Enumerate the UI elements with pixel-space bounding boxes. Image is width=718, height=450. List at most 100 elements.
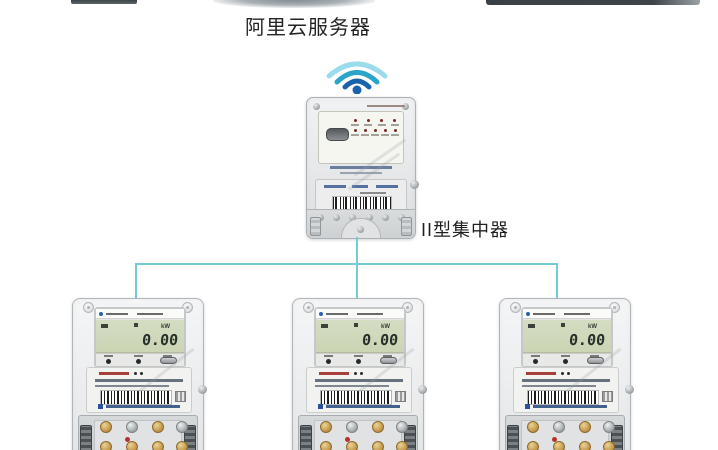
- button-label: [324, 355, 333, 357]
- display-button: [587, 357, 604, 364]
- push-button: [326, 359, 331, 364]
- text-line: [533, 312, 555, 315]
- meter-lcd: kW 0.00: [316, 320, 404, 353]
- terminal-cover-arc: [341, 218, 381, 238]
- push-button: [356, 359, 361, 364]
- terminal-screw: [579, 441, 591, 450]
- lcd-indicator: [101, 324, 108, 328]
- brand-logo-icon: [526, 311, 530, 316]
- brand-logo-icon: [319, 311, 323, 316]
- button-label: [104, 355, 113, 357]
- terminal-screw: [320, 441, 332, 450]
- serial-number-line: [360, 192, 386, 194]
- seal-screw: [198, 385, 207, 394]
- spec-text-line: [522, 385, 596, 387]
- nameplate-dot: [567, 372, 570, 375]
- screw-icon: [402, 103, 409, 110]
- text-line: [357, 312, 383, 315]
- manufacturer-name-text: [533, 405, 607, 408]
- manufacturer-line: [87, 404, 191, 409]
- qr-code: [175, 391, 186, 402]
- connection-line: [356, 237, 358, 265]
- phase-indicator-dot: [345, 437, 350, 442]
- concentrator-terminal-block: [307, 209, 415, 238]
- mounting-hook: [401, 217, 412, 236]
- meter-lcd: kW 0.00: [523, 320, 611, 353]
- terminal-screw: [320, 421, 332, 433]
- button-label: [561, 355, 570, 357]
- text-line: [564, 312, 590, 315]
- mounting-ear: [83, 302, 94, 313]
- screw-icon: [313, 103, 320, 110]
- display-button: [380, 357, 397, 364]
- energy-meter-3: kW 0.00: [499, 298, 634, 450]
- nameplate-dot: [140, 372, 143, 375]
- red-text-line: [319, 372, 349, 375]
- manufacturer-logo: [318, 404, 323, 409]
- lcd-reading: 0.00: [568, 331, 606, 349]
- status-led-grid: [351, 119, 399, 139]
- connection-line: [135, 263, 558, 265]
- terminal-screw: [579, 421, 591, 433]
- nameplate-dot: [360, 372, 363, 375]
- cloud-server-label: 阿里云服务器: [245, 17, 371, 39]
- meter-display-module: kW 0.00: [314, 307, 406, 368]
- model-text-line: [340, 172, 382, 174]
- cropped-photo-edge-left: [71, 0, 137, 4]
- text-line: [324, 185, 346, 188]
- meter-buttons: [523, 353, 611, 366]
- concentrator-lcd: [326, 128, 349, 141]
- concentrator-label: II型集中器: [421, 220, 510, 240]
- meter-display-module: kW 0.00: [94, 307, 186, 368]
- lcd-indicator: [321, 324, 328, 328]
- push-button: [563, 359, 568, 364]
- display-header: [316, 309, 404, 319]
- terminal-screw: [100, 421, 112, 433]
- connection-line: [556, 263, 558, 299]
- display-button: [160, 357, 177, 364]
- seal-screw: [410, 180, 419, 189]
- meter-nameplate: [306, 367, 412, 413]
- terminal-block: [505, 415, 625, 450]
- brand-logo-icon: [99, 311, 103, 316]
- button-label: [590, 355, 599, 357]
- barcode: [332, 196, 392, 210]
- manufacturer-name-text: [326, 405, 400, 408]
- terminal-screw: [152, 441, 164, 450]
- button-label: [531, 355, 540, 357]
- terminal-screw: [346, 421, 358, 433]
- seal-screw: [418, 385, 427, 394]
- connection-line: [135, 263, 137, 299]
- display-header: [523, 309, 611, 319]
- button-label: [163, 355, 172, 357]
- meter-lcd: kW 0.00: [96, 320, 184, 353]
- terminal-screw: [527, 441, 539, 450]
- spec-text-line: [95, 385, 169, 387]
- terminal-screw: [126, 441, 138, 450]
- terminal-screw: [553, 441, 565, 450]
- lcd-indicator: [528, 324, 535, 328]
- terminal-block: [78, 415, 198, 450]
- connection-line: [356, 263, 358, 299]
- red-text-line: [99, 372, 129, 375]
- terminal-screw: [152, 421, 164, 433]
- manufacturer-logo: [98, 404, 103, 409]
- model-text-line: [330, 166, 392, 169]
- barcode: [527, 390, 599, 405]
- manufacturer-line: [307, 404, 411, 409]
- terminal-screw: [176, 441, 188, 450]
- terminal-screw: [527, 421, 539, 433]
- meter-buttons: [316, 353, 404, 366]
- push-button: [106, 359, 111, 364]
- lcd-indicator: [134, 323, 138, 327]
- screw-icon: [357, 226, 364, 233]
- nameplate-dot: [561, 372, 564, 375]
- side-hook: [507, 425, 519, 450]
- display-header: [96, 309, 184, 319]
- lcd-indicator: [354, 323, 358, 327]
- energy-meter-2: kW 0.00: [292, 298, 427, 450]
- manufacturer-name-text: [106, 405, 180, 408]
- terminal-screw: [396, 441, 408, 450]
- qr-code: [602, 391, 613, 402]
